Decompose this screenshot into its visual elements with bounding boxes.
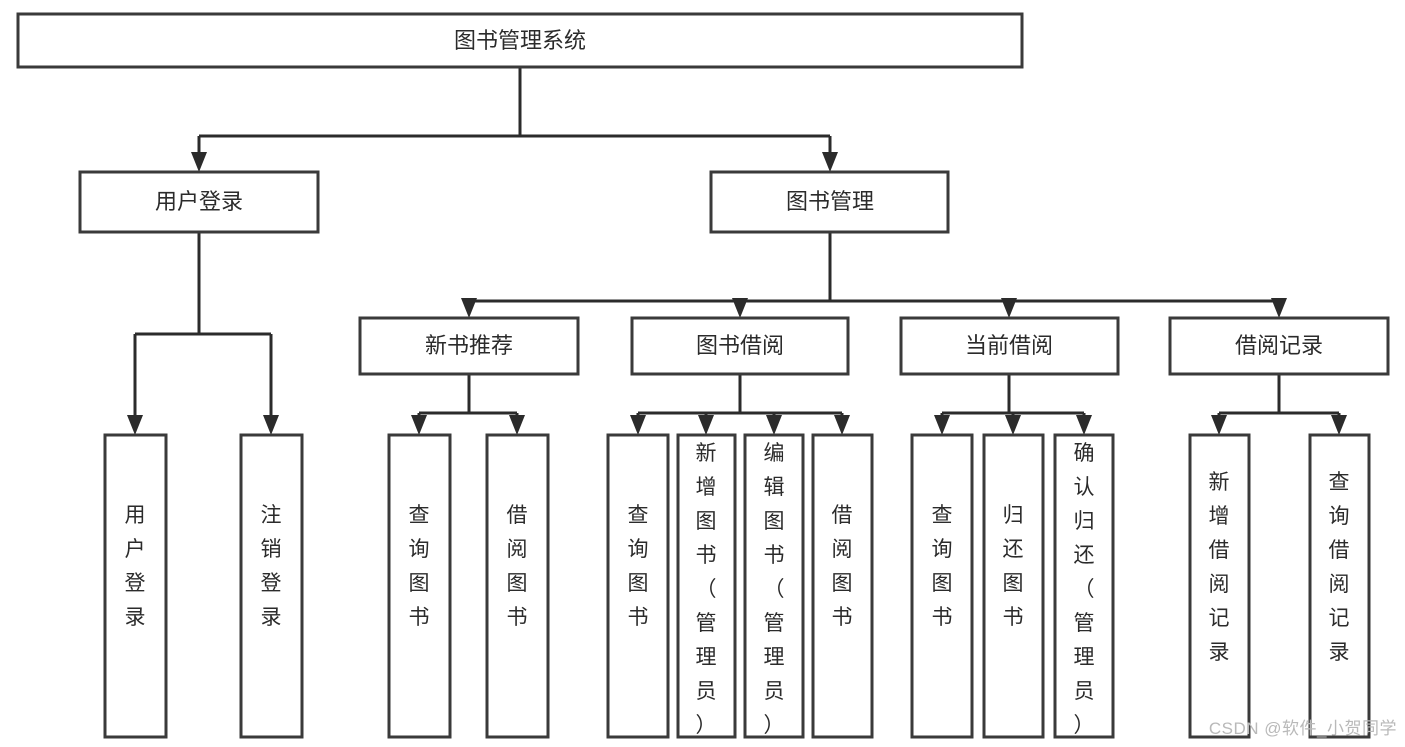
- csdn-watermark: CSDN @软件_小贺同学: [1208, 719, 1397, 738]
- node-leaf-return-book-label: 归还图书: [1003, 504, 1024, 629]
- node-new-book-recommend-box[interactable]: [358, 316, 580, 376]
- arrowhead-leaf-query-book-1: [411, 415, 427, 435]
- arrowhead-leaf-query-record: [1331, 415, 1347, 435]
- node-leaf-query-record-label: 查询借阅记录: [1329, 471, 1350, 664]
- node-leaf-return-book[interactable]: 归还图书: [982, 433, 1045, 739]
- node-leaf-logout-box[interactable]: [239, 433, 304, 739]
- node-leaf-query-book-3[interactable]: 查询图书: [910, 433, 974, 739]
- arrowhead-leaf-user-login: [127, 415, 143, 435]
- node-leaf-query-book-2-box[interactable]: [606, 433, 670, 739]
- node-user-login-label: 用户登录: [155, 189, 243, 214]
- arrowhead-user-login: [191, 152, 207, 172]
- node-current-borrow-box[interactable]: [899, 316, 1120, 376]
- node-borrow-record-box[interactable]: [1168, 316, 1390, 376]
- arrowhead-borrow-record: [1271, 298, 1287, 318]
- arrowhead-leaf-add-record: [1211, 415, 1227, 435]
- node-leaf-confirm-return[interactable]: 确认归还（管理员）: [1053, 433, 1115, 739]
- arrowhead-book-borrow: [732, 298, 748, 318]
- node-leaf-query-book-1-label: 查询图书: [409, 504, 430, 629]
- arrowhead-leaf-add-book: [698, 415, 714, 435]
- node-leaf-add-record-box[interactable]: [1188, 433, 1251, 739]
- node-current-borrow-label: 当前借阅: [965, 333, 1053, 358]
- arrowhead-current-borrow: [1001, 298, 1017, 318]
- node-current-borrow[interactable]: 当前借阅: [899, 316, 1120, 376]
- arrowhead-leaf-query-book-2: [630, 415, 646, 435]
- arrowhead-leaf-borrow-book-2: [834, 415, 850, 435]
- node-book-borrow-label: 图书借阅: [696, 333, 784, 358]
- node-leaf-add-book-label: 新增图书（管理员）: [696, 442, 717, 737]
- node-leaf-query-record-box[interactable]: [1308, 433, 1371, 739]
- node-leaf-logout-label: 注销登录: [261, 504, 282, 629]
- arrowhead-leaf-borrow-book-1: [509, 415, 525, 435]
- node-book-manage-box[interactable]: [709, 170, 950, 234]
- node-leaf-confirm-return-label: 确认归还（管理员）: [1074, 442, 1095, 737]
- node-leaf-borrow-book-1-box[interactable]: [485, 433, 550, 739]
- arrowhead-new-book-recommend: [461, 298, 477, 318]
- node-leaf-query-book-3-label: 查询图书: [932, 504, 953, 629]
- node-leaf-confirm-return-box[interactable]: [1053, 433, 1115, 739]
- node-leaf-edit-book[interactable]: 编辑图书（管理员）: [743, 433, 805, 739]
- node-leaf-borrow-book-1-label: 借阅图书: [507, 504, 528, 629]
- node-leaf-add-record[interactable]: 新增借阅记录: [1188, 433, 1251, 739]
- node-leaf-query-book-2[interactable]: 查询图书: [606, 433, 670, 739]
- node-leaf-query-book-2-label: 查询图书: [628, 504, 649, 629]
- node-root-label: 图书管理系统: [454, 28, 586, 53]
- node-book-borrow-box[interactable]: [630, 316, 850, 376]
- node-leaf-query-book-1[interactable]: 查询图书: [387, 433, 452, 739]
- node-new-book-recommend-label: 新书推荐: [425, 333, 513, 358]
- node-user-login[interactable]: 用户登录: [78, 170, 320, 234]
- arrowhead-book-manage: [822, 152, 838, 172]
- node-leaf-add-book-box[interactable]: [676, 433, 737, 739]
- arrowhead-leaf-return-book: [1005, 415, 1021, 435]
- node-leaf-user-login-box[interactable]: [103, 433, 168, 739]
- arrowhead-leaf-query-book-3: [934, 415, 950, 435]
- node-leaf-add-book[interactable]: 新增图书（管理员）: [676, 433, 737, 739]
- arrowhead-leaf-edit-book: [766, 415, 782, 435]
- node-leaf-borrow-book-2-box[interactable]: [811, 433, 874, 739]
- node-leaf-borrow-book-1[interactable]: 借阅图书: [485, 433, 550, 739]
- node-leaf-query-record[interactable]: 查询借阅记录: [1308, 433, 1371, 739]
- edge-layer: [127, 67, 1347, 435]
- node-book-manage-label: 图书管理: [786, 189, 874, 214]
- node-leaf-user-login-label: 用户登录: [125, 504, 146, 629]
- node-book-borrow[interactable]: 图书借阅: [630, 316, 850, 376]
- node-leaf-add-record-label: 新增借阅记录: [1209, 471, 1230, 664]
- node-borrow-record[interactable]: 借阅记录: [1168, 316, 1390, 376]
- node-leaf-return-book-box[interactable]: [982, 433, 1045, 739]
- node-leaf-user-login[interactable]: 用户登录: [103, 433, 168, 739]
- node-user-login-box[interactable]: [78, 170, 320, 234]
- arrowhead-leaf-confirm-return: [1076, 415, 1092, 435]
- node-leaf-edit-book-label: 编辑图书（管理员）: [764, 442, 785, 737]
- node-leaf-query-book-1-box[interactable]: [387, 433, 452, 739]
- node-new-book-recommend[interactable]: 新书推荐: [358, 316, 580, 376]
- node-leaf-logout[interactable]: 注销登录: [239, 433, 304, 739]
- arrowhead-leaf-logout: [263, 415, 279, 435]
- node-leaf-borrow-book-2[interactable]: 借阅图书: [811, 433, 874, 739]
- node-leaf-query-book-3-box[interactable]: [910, 433, 974, 739]
- node-root[interactable]: 图书管理系统: [16, 12, 1024, 69]
- node-leaf-edit-book-box[interactable]: [743, 433, 805, 739]
- node-book-manage[interactable]: 图书管理: [709, 170, 950, 234]
- node-root-box[interactable]: [16, 12, 1024, 69]
- node-leaf-borrow-book-2-label: 借阅图书: [832, 504, 853, 629]
- node-borrow-record-label: 借阅记录: [1235, 333, 1323, 358]
